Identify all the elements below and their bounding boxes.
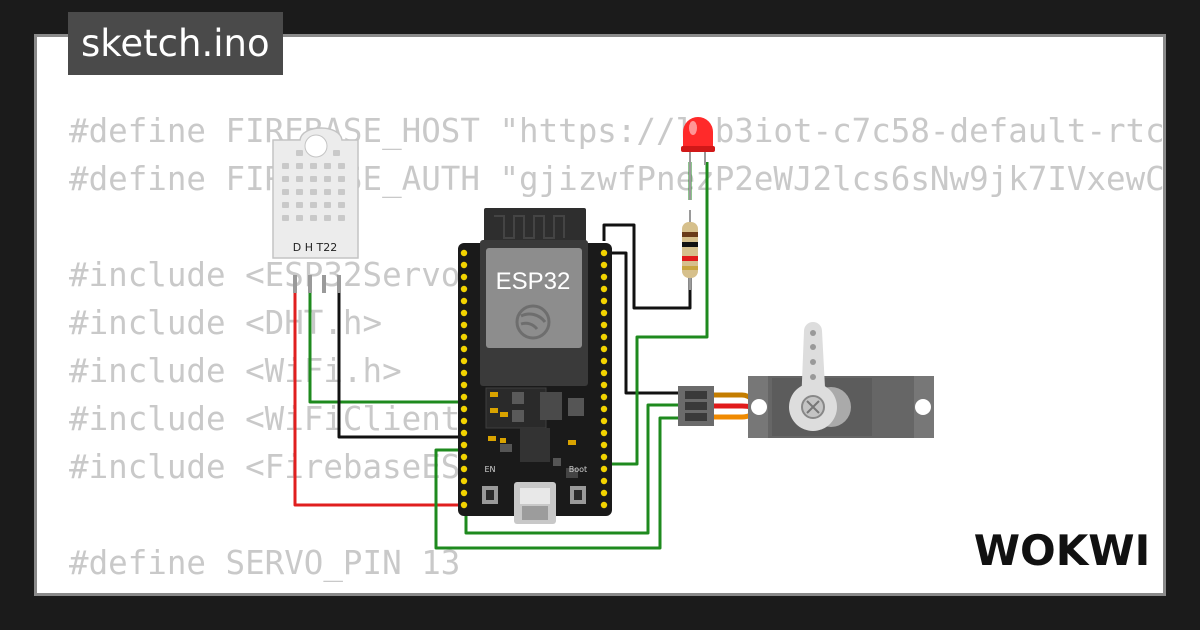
code-line: #include <WiFi.h> bbox=[69, 352, 402, 390]
en-label: EN bbox=[484, 465, 495, 474]
boot-label: Boot bbox=[569, 465, 587, 474]
code-line: #include <DHT.h> bbox=[69, 304, 383, 342]
esp32-shield-can bbox=[486, 248, 582, 348]
sketch-file-tab[interactable]: sketch.ino bbox=[68, 12, 283, 75]
espressif-icon bbox=[515, 304, 551, 340]
en-button[interactable] bbox=[482, 486, 498, 504]
wire-servo-signal bbox=[434, 416, 678, 550]
sensor-label: D H T22 bbox=[293, 241, 337, 254]
smd-components bbox=[485, 387, 584, 478]
code-line: #define SERVO_PIN 13 bbox=[69, 544, 461, 582]
wokwi-logo-text: WOKWI bbox=[974, 526, 1151, 575]
servo-motor[interactable] bbox=[748, 322, 934, 438]
red-led[interactable] bbox=[681, 117, 715, 200]
resistor[interactable] bbox=[682, 210, 698, 290]
wires bbox=[293, 162, 709, 550]
esp32-board[interactable]: ESP32 bbox=[458, 208, 612, 524]
code-line: #define ledPin 17 bbox=[69, 587, 1163, 593]
left-pin-header bbox=[460, 249, 468, 509]
board-label: ESP32 bbox=[496, 268, 571, 295]
wokwi-logo: WOKWI bbox=[974, 526, 1151, 575]
dht22-sensor[interactable]: D H T22 bbox=[272, 127, 359, 293]
right-pin-header bbox=[600, 249, 608, 509]
boot-button[interactable] bbox=[570, 486, 586, 504]
wire-dht-vcc bbox=[293, 290, 464, 507]
wire-dht-data bbox=[308, 290, 464, 404]
code-line: #define FIREBASE_HOST "https://lab3iot-c… bbox=[69, 112, 1165, 150]
wire-led-anode bbox=[604, 162, 709, 466]
code-background: #define FIREBASE_HOST "https://lab3iot-c… bbox=[69, 107, 1165, 593]
wire-gnd-servo bbox=[604, 251, 678, 395]
wire-gnd-resistor bbox=[602, 223, 692, 310]
wire-dht-gnd bbox=[337, 290, 464, 439]
usb-port-icon bbox=[514, 482, 556, 524]
